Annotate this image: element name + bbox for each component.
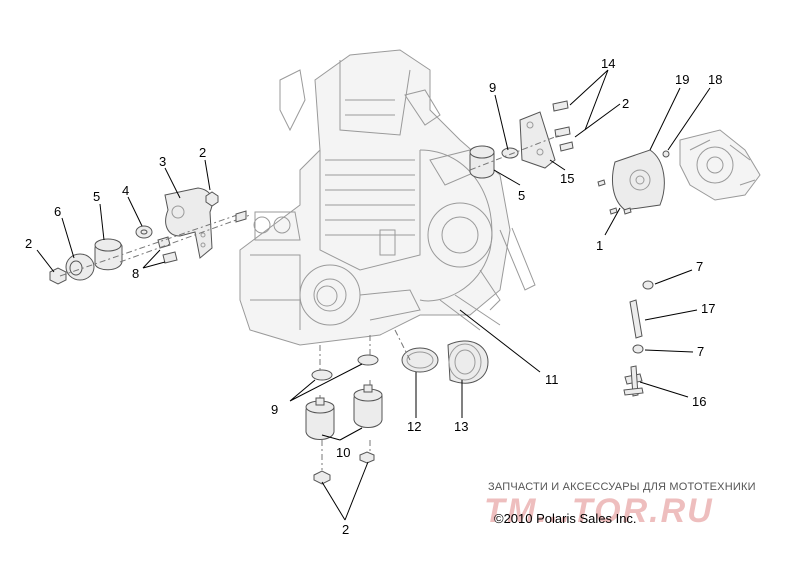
left-mount-parts bbox=[49, 187, 251, 285]
bushing-7-bottom bbox=[632, 344, 644, 354]
bushing-7-top bbox=[642, 280, 654, 290]
callout-6-bushing: 6 bbox=[54, 204, 61, 219]
gearbox-fragment bbox=[679, 129, 761, 201]
callout-5-bushing-left: 5 bbox=[93, 189, 100, 204]
engine-block bbox=[239, 49, 536, 346]
bracket-15 bbox=[519, 111, 556, 169]
callout-4-washer: 4 bbox=[122, 183, 129, 198]
callout-19-bracket: 19 bbox=[675, 72, 689, 87]
washer-9-top bbox=[501, 147, 519, 159]
washer-9-left bbox=[311, 369, 333, 381]
callout-18-pin: 18 bbox=[708, 72, 722, 87]
watermark-logo: ТМ...ТОR.RU bbox=[484, 492, 714, 530]
callout-11-engine: 11 bbox=[545, 372, 559, 387]
washer-9-right bbox=[357, 354, 379, 366]
bracket-3 bbox=[164, 187, 213, 259]
callout-2-nut-bracket: 2 bbox=[199, 145, 206, 160]
bolt-14c bbox=[559, 141, 574, 152]
pin-18 bbox=[662, 150, 670, 158]
boot-13 bbox=[447, 340, 489, 384]
callout-8-bolt: 8 bbox=[132, 266, 139, 281]
leader-lines bbox=[36, 69, 711, 521]
pivot-parts bbox=[623, 280, 654, 397]
callout-13-boot: 13 bbox=[454, 419, 468, 434]
callout-10-mount: 10 bbox=[336, 445, 350, 460]
callout-numbers: 2 6 5 4 3 2 8 9 14 2 19 18 5 15 1 7 17 7… bbox=[25, 56, 722, 537]
lower-mounts bbox=[305, 335, 383, 485]
bolt-1b bbox=[609, 207, 618, 215]
callout-9-washer-bottom: 9 bbox=[271, 402, 278, 417]
callout-12-clamp: 12 bbox=[407, 419, 421, 434]
bolt-8a bbox=[157, 236, 171, 249]
callout-7-bushing-bottom: 7 bbox=[697, 344, 704, 359]
callout-2-nut-right: 2 bbox=[622, 96, 629, 111]
bolt-14b bbox=[554, 126, 571, 138]
copyright-notice: ©2010 Polaris Sales Inc. bbox=[494, 511, 637, 526]
right-mount-parts bbox=[469, 100, 761, 215]
callout-2-nut-bottom: 2 bbox=[342, 522, 349, 537]
callout-16-pivot: 16 bbox=[692, 394, 706, 409]
nut-2-right-bottom bbox=[359, 451, 375, 464]
watermark-caption: ЗАПЧАСТИ И АКСЕССУАРЫ ДЛЯ МОТОТЕХНИКИ bbox=[488, 481, 756, 493]
callout-15-bracket: 15 bbox=[560, 171, 574, 186]
bolt-14a bbox=[552, 100, 569, 112]
callout-5-bushing-right: 5 bbox=[518, 188, 525, 203]
nut-2-left-bottom bbox=[313, 470, 331, 485]
pin-17 bbox=[629, 299, 643, 339]
bolt-8b bbox=[162, 251, 178, 264]
bolt-1c bbox=[623, 207, 632, 215]
callout-1-bolt: 1 bbox=[596, 238, 603, 253]
callout-3-bracket: 3 bbox=[159, 154, 166, 169]
callout-17-pin: 17 bbox=[701, 301, 715, 316]
callout-14-bolt: 14 bbox=[601, 56, 615, 71]
callout-9-washer-top: 9 bbox=[489, 80, 496, 95]
bolt-1a bbox=[597, 179, 606, 187]
intake-parts bbox=[394, 329, 489, 384]
nut-2-bracket bbox=[205, 191, 219, 207]
bracket-19 bbox=[612, 149, 665, 211]
callout-2-nut-left: 2 bbox=[25, 236, 32, 251]
callout-7-bushing-top: 7 bbox=[696, 259, 703, 274]
